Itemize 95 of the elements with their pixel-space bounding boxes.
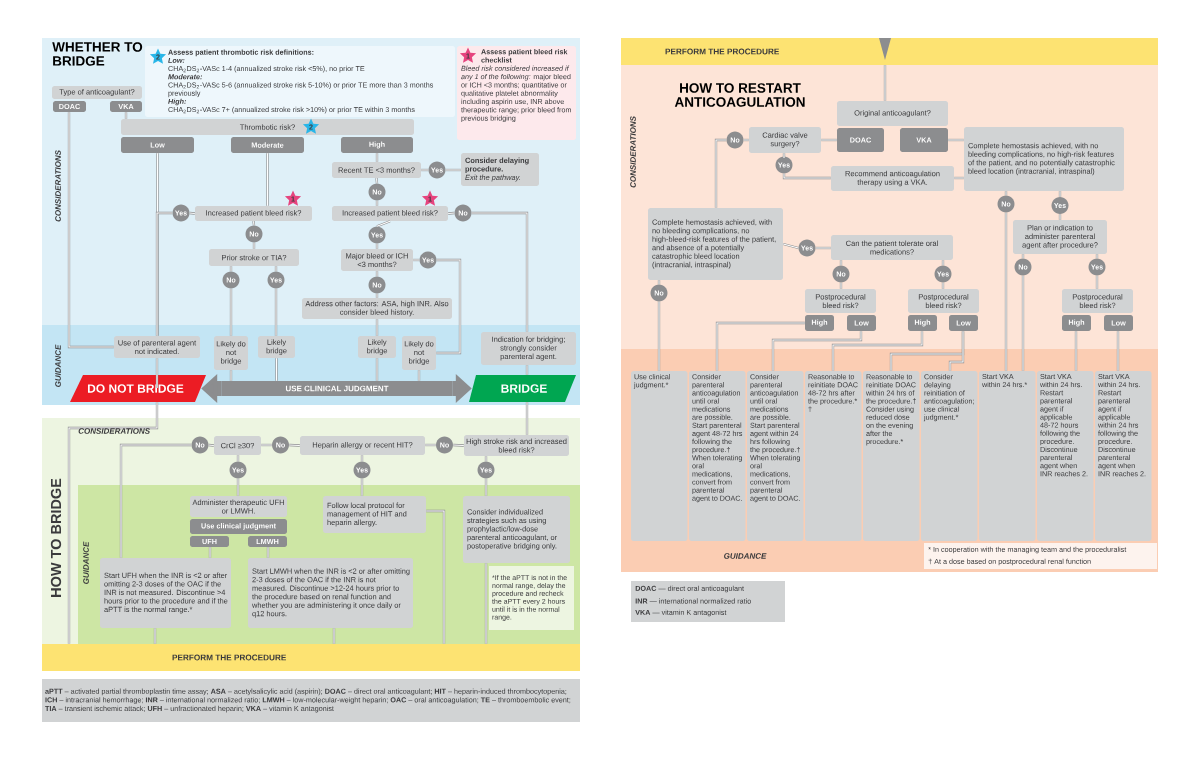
connector — [1021, 253, 1025, 259]
connector — [484, 562, 488, 645]
connector — [420, 168, 429, 172]
banner-box: USE CLINICAL JUDGMENT — [222, 381, 452, 396]
connector — [831, 330, 924, 372]
connector — [883, 64, 887, 102]
connector — [360, 454, 364, 462]
connector — [445, 168, 462, 172]
connector — [375, 152, 379, 163]
connector — [525, 401, 529, 436]
section-heading: GUIDANCE — [83, 541, 89, 584]
connector — [156, 152, 159, 337]
connector — [657, 279, 661, 285]
connector — [153, 627, 157, 645]
connector — [525, 364, 529, 376]
connector — [1004, 212, 1008, 372]
connector — [229, 369, 233, 382]
connector — [375, 318, 379, 337]
connector — [941, 259, 945, 266]
connector — [119, 443, 192, 559]
connector — [947, 138, 965, 142]
procedure-band: PERFORM THE PROCEDURE — [42, 644, 580, 671]
connector — [124, 111, 128, 120]
connector — [1116, 330, 1120, 372]
connector — [375, 200, 379, 207]
connector — [375, 177, 379, 184]
connector — [155, 357, 159, 390]
connector — [376, 220, 391, 228]
connector — [782, 173, 832, 180]
section-title: HOW TO BRIDGE — [50, 478, 62, 597]
connector — [412, 258, 420, 262]
connector — [266, 546, 270, 559]
connector — [484, 478, 488, 497]
connector — [229, 288, 233, 337]
connector — [782, 152, 786, 160]
section-heading: CONSIDERATIONS — [55, 150, 61, 222]
section-heading: GUIDANCE — [724, 553, 767, 559]
connector — [1095, 253, 1099, 259]
connector — [189, 211, 196, 215]
connector — [1074, 330, 1078, 372]
connector — [274, 288, 278, 337]
node-label: USE CLINICAL JUDGMENT — [285, 385, 389, 392]
connector — [260, 443, 273, 447]
connector — [424, 443, 437, 447]
connector — [332, 627, 336, 645]
connector — [714, 138, 727, 209]
connector — [252, 242, 256, 250]
connector — [425, 509, 446, 645]
connector — [657, 301, 661, 372]
connector — [375, 243, 379, 250]
connector — [208, 546, 212, 559]
connector — [1058, 213, 1062, 221]
connector — [471, 211, 529, 333]
section-heading: CONSIDERATIONS — [78, 428, 150, 434]
connector — [715, 321, 806, 372]
connector — [782, 242, 799, 250]
connector — [275, 357, 278, 382]
section-heading: CONSIDERATIONS — [630, 116, 636, 188]
connector — [236, 454, 240, 462]
connector — [375, 357, 379, 382]
connector — [274, 265, 278, 272]
procedure-band: PERFORM THE PROCEDURE — [621, 38, 1158, 65]
section-title: WHETHER TO BRIDGE — [52, 42, 143, 66]
connector — [1021, 275, 1025, 372]
connector — [360, 478, 364, 497]
connector — [67, 401, 159, 645]
connector — [948, 330, 965, 372]
connector — [953, 176, 965, 180]
connector — [452, 443, 465, 447]
connector — [1058, 190, 1062, 198]
connector — [67, 111, 115, 349]
connector — [208, 443, 215, 447]
connector — [252, 220, 256, 226]
connector — [771, 330, 863, 372]
connector — [417, 369, 421, 382]
connector — [839, 282, 843, 290]
connector — [1004, 190, 1008, 196]
connector — [375, 293, 379, 299]
connector — [288, 443, 301, 447]
connector — [229, 265, 233, 272]
connector — [435, 258, 462, 355]
connector — [266, 152, 269, 207]
connector — [839, 259, 843, 266]
connector — [155, 211, 173, 337]
connector — [375, 270, 379, 277]
connector — [815, 246, 832, 250]
connector — [236, 478, 240, 497]
connector — [820, 138, 838, 142]
connector — [484, 455, 488, 462]
section-heading: GUIDANCE — [55, 344, 61, 387]
section-title: HOW TO RESTART ANTICOAGULATION — [674, 83, 805, 107]
connector — [447, 211, 455, 215]
connector — [743, 138, 750, 142]
connector — [941, 282, 945, 290]
connector — [1095, 275, 1099, 290]
